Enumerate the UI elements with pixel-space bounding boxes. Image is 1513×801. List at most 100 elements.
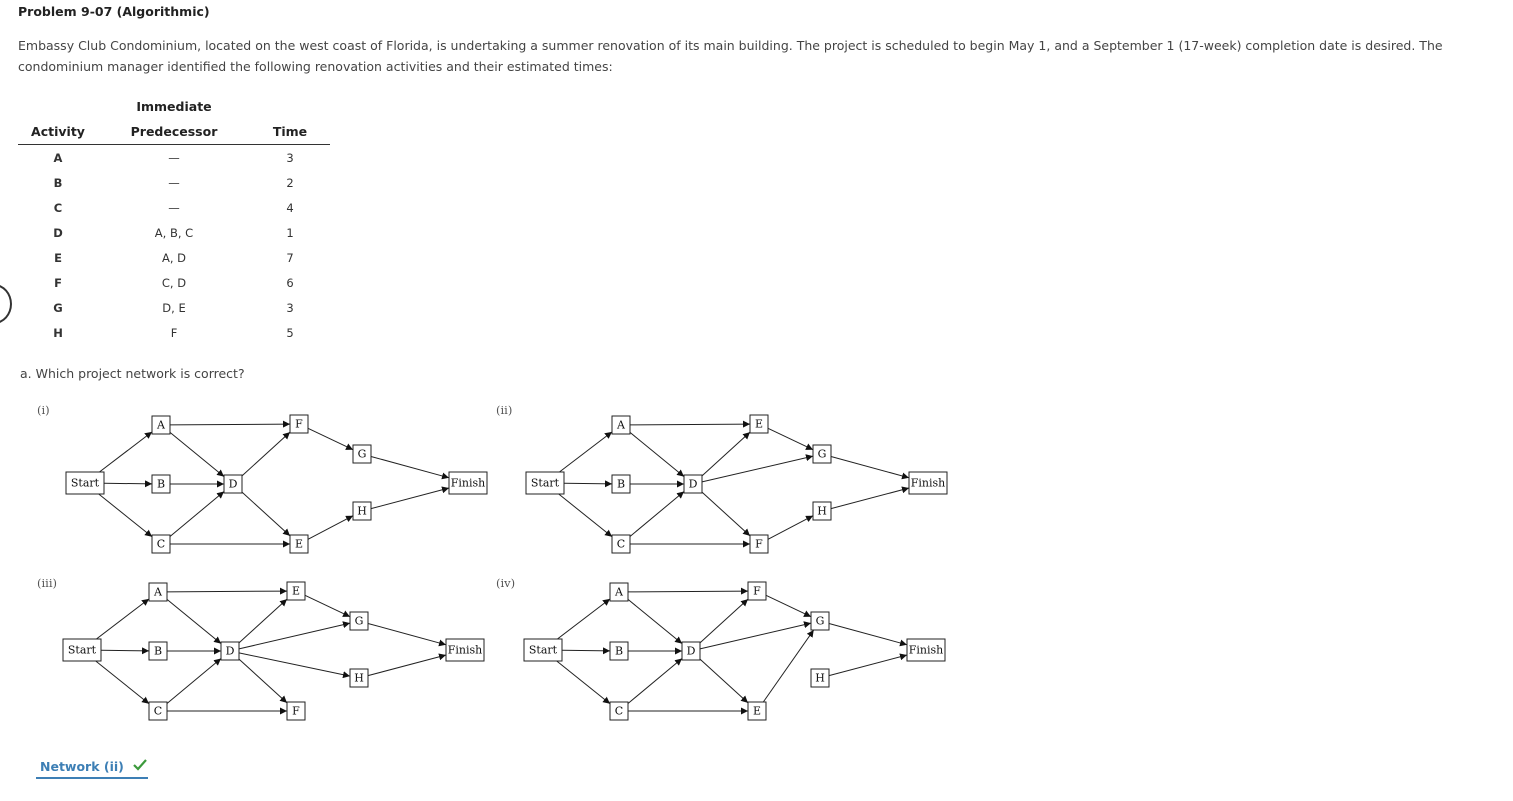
node-e: E — [286, 581, 306, 601]
svg-text:G: G — [355, 615, 364, 628]
arrow-D-G — [238, 621, 351, 650]
arrow-A-D — [629, 431, 685, 478]
arrow-H-Finish — [828, 653, 908, 677]
activity-cell: F — [54, 275, 62, 290]
node-finish: Finish — [448, 471, 488, 495]
table-row: B—2 — [18, 170, 330, 195]
arrow-H-Finish — [370, 486, 450, 510]
svg-text:Finish: Finish — [448, 644, 482, 657]
node-c: C — [148, 701, 168, 721]
node-d: D — [683, 474, 703, 494]
network-label-iv: (iv) — [496, 576, 516, 590]
svg-text:Finish: Finish — [451, 477, 485, 490]
header-predecessor: Predecessor — [98, 119, 250, 145]
svg-text:H: H — [354, 672, 364, 685]
predecessor-cell: A, D — [161, 250, 187, 265]
table-row: C — 4 — [18, 195, 330, 220]
svg-text:E: E — [755, 418, 763, 431]
arrow-D-E — [241, 491, 291, 537]
arrow-D-F — [701, 491, 751, 537]
node-h: H — [352, 501, 372, 521]
table-row: A—3 — [18, 145, 330, 171]
node-c: C — [609, 701, 629, 721]
time-cell: 4 — [286, 200, 294, 215]
node-f: F — [289, 414, 309, 434]
svg-text:Start: Start — [529, 644, 558, 657]
activity-cell: C — [53, 200, 63, 215]
node-g: G — [812, 444, 832, 464]
arrow-E-H — [307, 515, 354, 540]
time-cell: 6 — [286, 275, 294, 290]
node-finish: Finish — [906, 638, 946, 662]
node-finish: Finish — [445, 638, 485, 662]
svg-text:C: C — [617, 538, 625, 551]
svg-text:D: D — [229, 478, 238, 491]
arrow-E-G — [304, 594, 351, 618]
arrow-Start-A — [96, 598, 150, 640]
node-g: G — [349, 611, 369, 631]
problem-description: Embassy Club Condominium, located on the… — [18, 38, 1443, 74]
answer-link[interactable]: Network (ii) — [40, 759, 124, 774]
network-label-ii: (ii) — [496, 403, 513, 417]
node-start: Start — [523, 638, 563, 662]
predecessor-cell: D, E — [162, 300, 186, 315]
arrow-D-F — [238, 658, 288, 704]
svg-text:C: C — [157, 538, 165, 551]
predecessor-cell: — — [168, 200, 180, 215]
svg-text:F: F — [292, 705, 300, 718]
svg-text:Start: Start — [68, 644, 97, 657]
svg-text:D: D — [687, 645, 696, 658]
svg-text:C: C — [154, 705, 162, 718]
arrow-Start-B — [561, 647, 611, 655]
arrow-C-D — [166, 658, 222, 704]
arrow-F-G — [765, 594, 812, 618]
arrow-H-Finish — [830, 486, 910, 510]
node-h: H — [349, 668, 369, 688]
node-g: G — [810, 611, 830, 631]
activity-cell: B — [53, 175, 63, 190]
node-d: D — [220, 641, 240, 661]
svg-text:F: F — [295, 418, 303, 431]
node-finish: Finish — [908, 471, 948, 495]
arrow-A-D — [166, 598, 222, 645]
time-cell: 3 — [286, 150, 294, 165]
svg-text:A: A — [616, 419, 626, 432]
node-a: A — [148, 582, 168, 602]
activity-cell: D — [53, 225, 63, 240]
node-a: A — [611, 415, 631, 435]
svg-text:H: H — [815, 672, 825, 685]
network-label-i: (i) — [37, 403, 50, 417]
arrow-C-D — [629, 491, 685, 537]
node-b: B — [611, 474, 631, 494]
node-start: Start — [65, 471, 105, 495]
arrow-D-G — [701, 454, 814, 483]
arrow-F-G — [307, 427, 354, 451]
problem-title: Problem 9-07 (Algorithmic) — [18, 4, 210, 19]
arrow-G-Finish — [830, 455, 910, 480]
node-h: H — [812, 501, 832, 521]
arrow-Start-C — [556, 660, 611, 705]
header-time: Time — [250, 119, 330, 145]
svg-text:E: E — [292, 585, 300, 598]
svg-text:F: F — [755, 538, 763, 551]
arrow-D-E — [238, 598, 288, 644]
svg-text:F: F — [753, 585, 761, 598]
header-activity: Activity — [18, 119, 98, 145]
svg-text:Start: Start — [71, 477, 100, 490]
svg-text:H: H — [357, 505, 367, 518]
arrow-C-D — [169, 491, 225, 537]
checkmark-icon — [133, 756, 147, 775]
svg-text:A: A — [614, 586, 624, 599]
arrow-Start-C — [558, 493, 613, 538]
time-cell: 1 — [286, 225, 294, 240]
activity-cell: E — [54, 250, 62, 265]
svg-text:G: G — [816, 615, 825, 628]
predecessor-cell: F — [170, 325, 178, 340]
predecessor-cell: — — [168, 150, 180, 165]
node-b: B — [151, 474, 171, 494]
